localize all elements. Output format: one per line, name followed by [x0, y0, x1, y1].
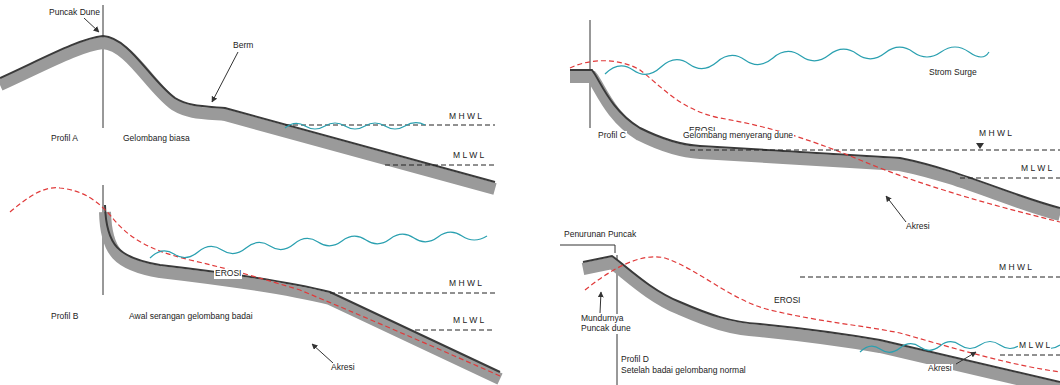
beach-surface: [570, 70, 1060, 208]
water-level-symbol: [976, 143, 984, 149]
water-level-label: M H W L: [978, 129, 1013, 139]
sand-band: [0, 43, 495, 189]
leader-line: [956, 352, 976, 364]
mhwl-line: [800, 277, 1060, 278]
reference-line: [103, 5, 104, 128]
leader-line: [600, 292, 601, 313]
mlwl-line: [415, 330, 495, 331]
wave-condition: Gelombang biasa: [122, 134, 191, 144]
water-level-label: M L W L: [1020, 164, 1053, 174]
water-level-label: M H W L: [448, 112, 483, 122]
beach-surface: [105, 205, 500, 372]
profile-name: Profil A: [50, 134, 79, 144]
wave: [860, 342, 1060, 353]
profile-name: Profil D: [620, 355, 650, 365]
water-level-label: M L W L: [452, 151, 485, 161]
mlwl-line: [960, 178, 1060, 179]
water-level-label: M L W L: [1018, 341, 1051, 351]
pre-storm-profile: [585, 257, 1060, 372]
erosion-label: EROSI: [773, 296, 801, 306]
sand-band: [105, 212, 500, 379]
water-level-label: M H W L: [448, 279, 483, 289]
dune-crest-label: Puncak Dune: [48, 8, 101, 18]
leader-line: [886, 196, 906, 222]
mhwl-line: [285, 125, 495, 126]
crest-retreat-label: Mundurnya Puncak dune: [580, 314, 634, 334]
beach-surface: [0, 36, 495, 182]
storm-surge-label: Strom Surge: [928, 68, 978, 78]
wave: [285, 123, 425, 129]
water-level-label: M H W L: [998, 263, 1033, 273]
accretion-label: Akresi: [330, 363, 356, 373]
pre-storm-profile: [570, 61, 1060, 222]
crest-lowering-label: Penurunan Puncak: [563, 230, 637, 240]
beach-surface: [583, 256, 1060, 382]
sand-band: [583, 263, 1060, 385]
mhwl-line: [690, 150, 1060, 151]
profile-name: Profil C: [597, 131, 627, 141]
mlwl-line: [385, 165, 495, 166]
leader-line: [212, 52, 238, 102]
water-level-label: M L W L: [452, 316, 485, 326]
pre-storm-profile: [10, 188, 500, 376]
leader-line: [312, 344, 333, 363]
berm-label: Berm: [232, 41, 254, 51]
mhwl-line: [330, 293, 495, 294]
wave-condition: Awal serangan gelombang badai: [128, 312, 254, 322]
storm-wave: [150, 232, 487, 258]
bracket: [560, 245, 615, 253]
accretion-label: Akresi: [927, 364, 953, 374]
profile-name: Profil B: [50, 312, 79, 322]
erosion-label: EROSI: [214, 269, 242, 279]
leader-line: [84, 18, 99, 32]
wave-condition: Gelombang menyerang dune: [682, 131, 794, 141]
mlwl-line: [1000, 355, 1060, 356]
wave-condition: Setelah badai gelombang normal: [620, 366, 747, 376]
sand-band: [570, 77, 1060, 215]
accretion-label: Akresi: [905, 222, 931, 232]
